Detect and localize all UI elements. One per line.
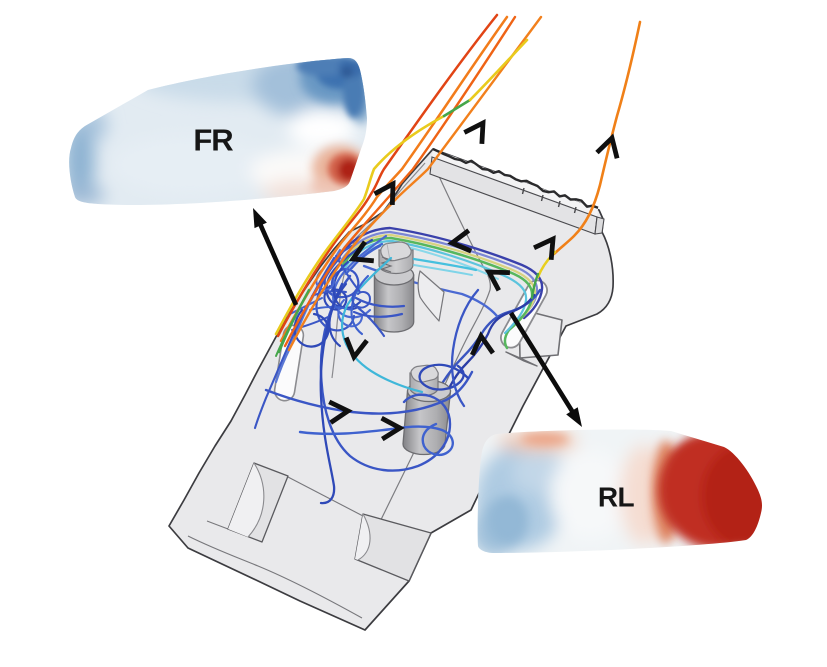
svg-text:FR: FR: [193, 123, 233, 158]
svg-text:RL: RL: [598, 482, 635, 513]
